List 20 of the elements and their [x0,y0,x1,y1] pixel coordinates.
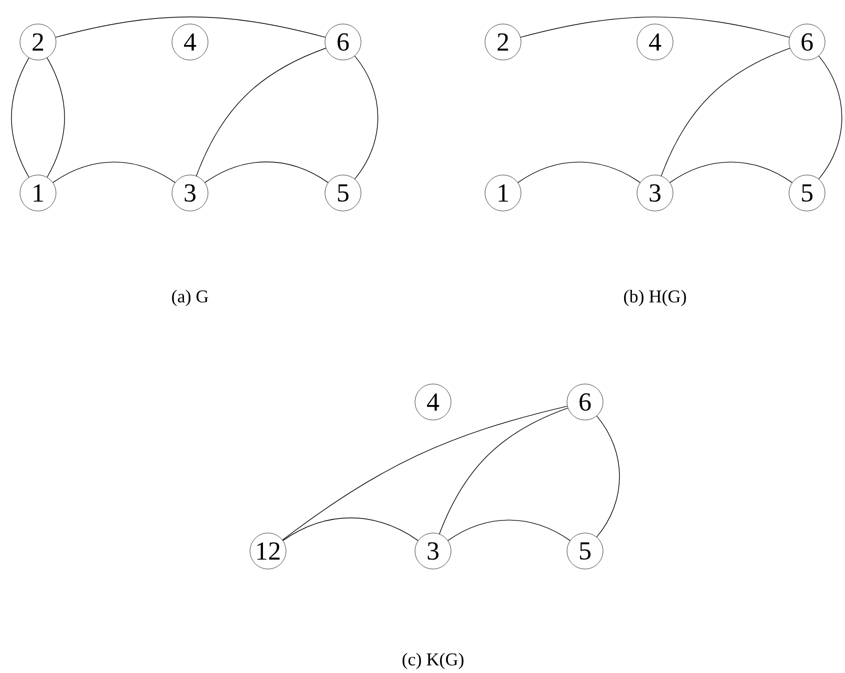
graph-edge [11,57,30,178]
graph-edge [46,57,65,178]
subfigure-caption: (a) G [172,290,208,306]
graph-edge [596,416,620,538]
graph-edge [518,162,640,183]
graph-edge [204,162,328,183]
graph-edge [818,56,842,180]
graph-edge [55,16,326,38]
graph-edge [282,518,418,541]
graph-edge [448,520,570,541]
graph-edge [670,162,792,183]
graph-edge [52,162,176,183]
graph-edge [354,56,378,180]
graph-edge [520,16,790,38]
subfigure-caption: (c) K(G) [402,652,464,670]
graph-edge [282,406,568,540]
graph-edge [660,48,790,176]
subfigure-caption: (b) H(G) [624,290,686,306]
graph-edge [439,408,568,534]
graph-edge [196,48,326,176]
